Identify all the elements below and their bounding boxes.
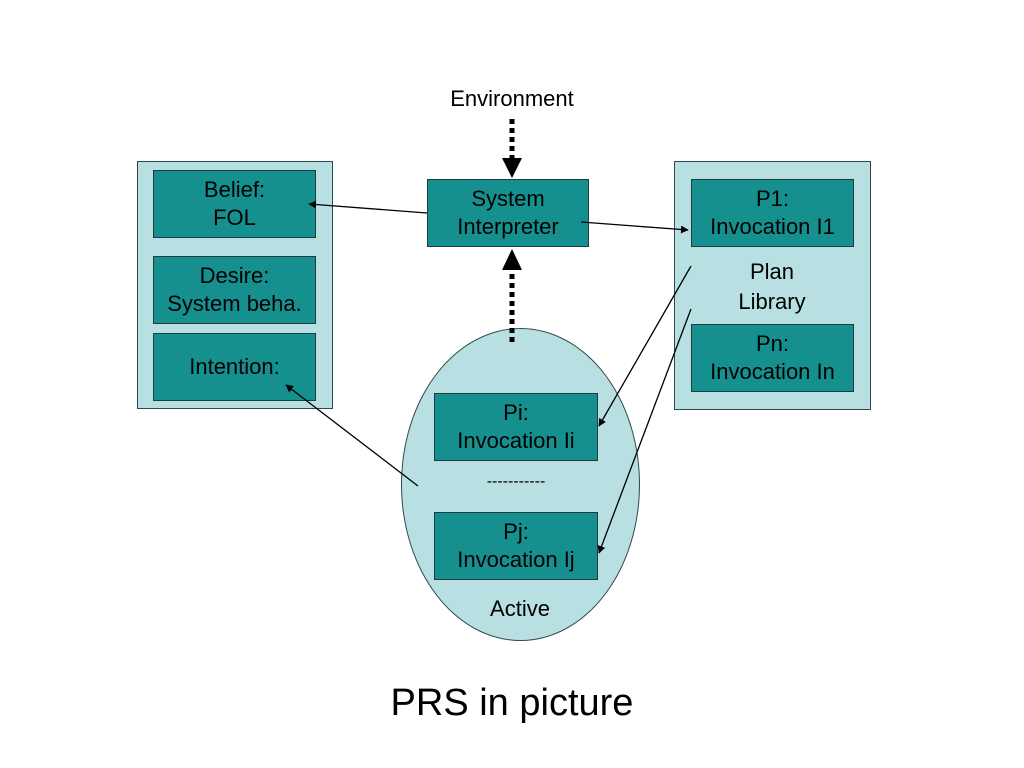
pn-title: Pn: — [755, 331, 790, 356]
intention-title: Intention: — [189, 354, 280, 379]
intention-box: Intention: — [153, 333, 316, 401]
active-arrowhead — [502, 249, 522, 270]
pj-value: Invocation Ij — [457, 547, 575, 572]
belief-title: Belief: — [203, 177, 266, 202]
plan-library-label: Plan Library — [700, 257, 844, 317]
slide-caption: PRS in picture — [390, 682, 634, 724]
pi-value: Invocation Ii — [457, 428, 575, 453]
pn-value: Invocation In — [710, 359, 835, 384]
interpreter-line1: System — [471, 186, 545, 211]
interpreter-to-p1-arrow — [580, 221, 689, 234]
system-interpreter-box: System Interpreter — [427, 179, 589, 247]
plan-library-line1: Plan — [749, 259, 795, 284]
active-separator: ----------- — [486, 473, 546, 490]
environment-arrowhead — [502, 158, 522, 178]
desire-value: System beha. — [167, 291, 302, 316]
pi-title: Pi: — [503, 400, 529, 425]
p1-value: Invocation I1 — [710, 214, 835, 239]
environment-label: Environment — [450, 86, 574, 111]
pn-box: Pn: Invocation In — [691, 324, 854, 392]
desire-box: Desire: System beha. — [153, 256, 316, 324]
pi-box: Pi: Invocation Ii — [434, 393, 598, 461]
p1-box: P1: Invocation I1 — [691, 179, 854, 247]
pj-title: Pj: — [503, 519, 529, 544]
belief-value: FOL — [213, 205, 256, 230]
plan-library-line2: Library — [738, 289, 806, 314]
active-label: Active — [490, 596, 550, 621]
pj-box: Pj: Invocation Ij — [434, 512, 598, 580]
interpreter-line2: Interpreter — [457, 214, 559, 239]
p1-title: P1: — [755, 186, 790, 211]
belief-box: Belief: FOL — [153, 170, 316, 238]
desire-title: Desire: — [199, 263, 270, 288]
